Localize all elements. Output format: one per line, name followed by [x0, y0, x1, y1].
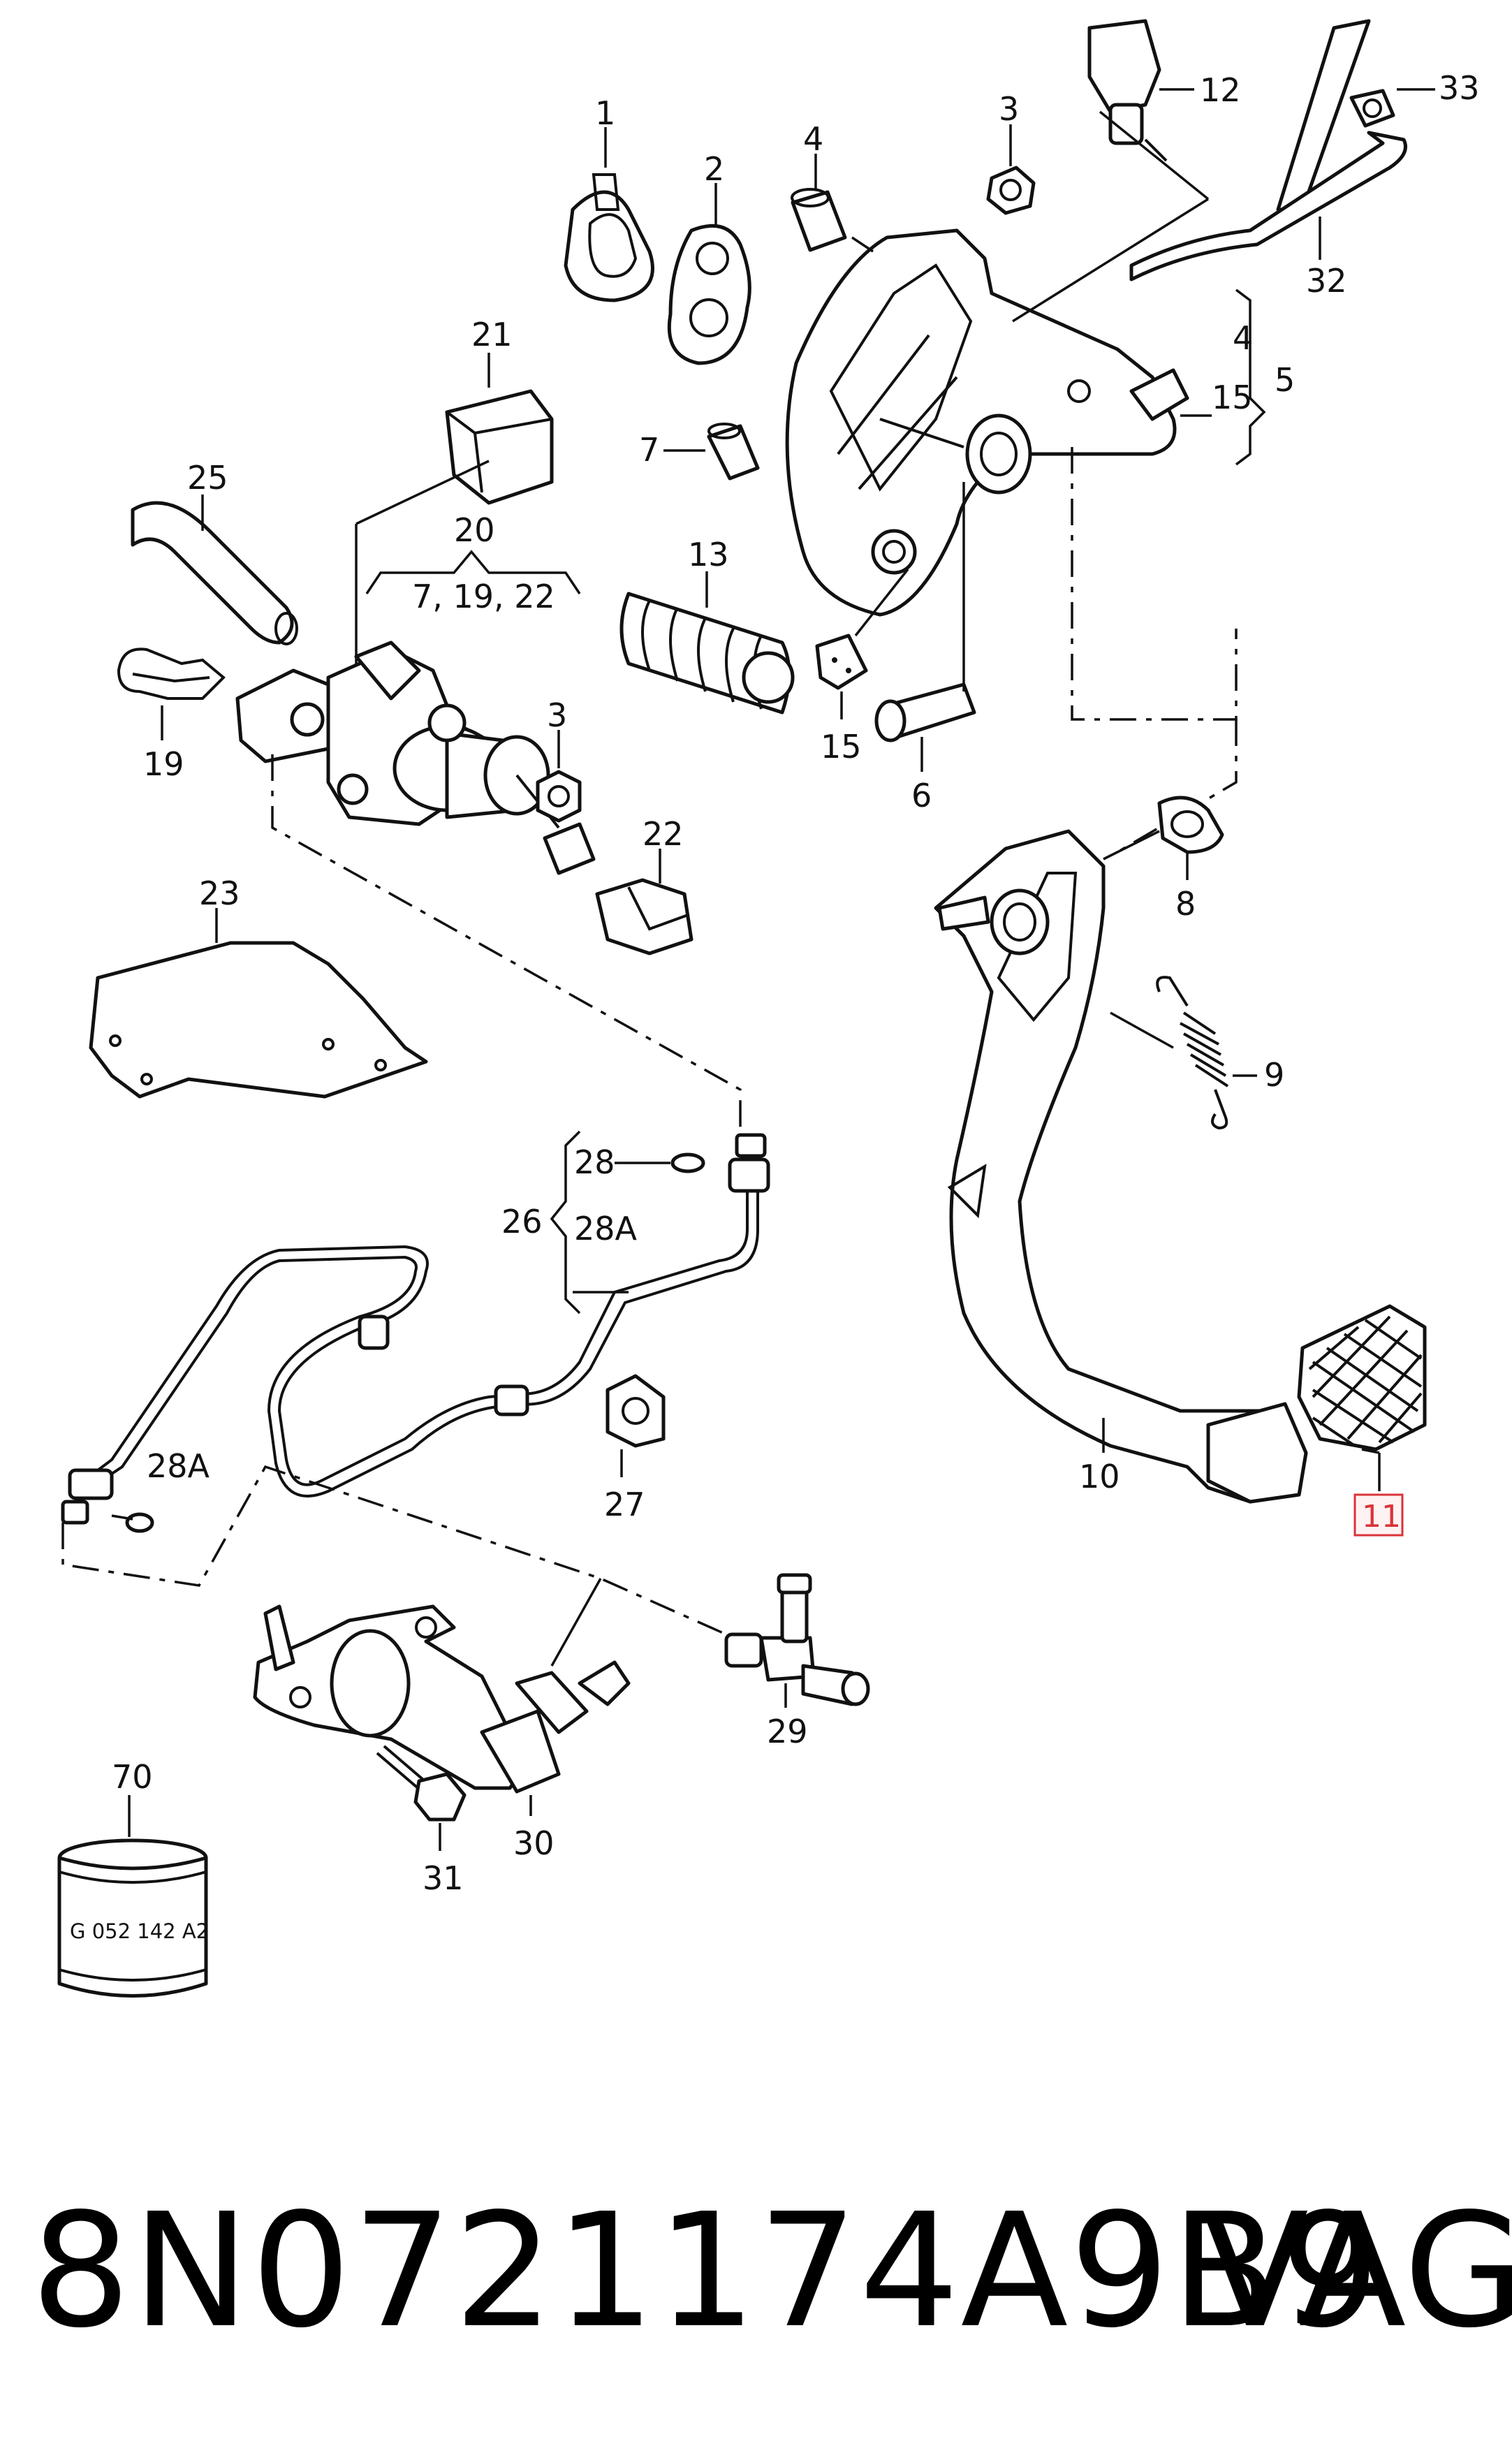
part-28A-seal-lower [125, 1512, 154, 1533]
label-7: 7 [639, 431, 659, 469]
part-27-clip [605, 1374, 666, 1448]
label-11: 11 [1362, 1499, 1401, 1535]
label-9: 9 [1264, 1056, 1284, 1094]
label-8: 8 [1175, 885, 1196, 923]
part-19-clip [117, 647, 226, 700]
part-30-slave-cylinder [253, 1604, 631, 1794]
label-28: 28 [574, 1143, 615, 1181]
part-15-cap [815, 634, 868, 690]
part-2-plate [667, 224, 751, 365]
label-20: 20 [454, 511, 495, 549]
part-6-pin [874, 682, 976, 742]
label-29: 29 [767, 1713, 808, 1750]
label-13: 13 [688, 536, 729, 573]
label-22: 22 [643, 815, 684, 853]
label-2: 2 [704, 150, 724, 188]
hydraulic-line [61, 1133, 770, 1525]
label-32: 32 [1306, 262, 1347, 300]
part-25-hose [131, 501, 298, 645]
part-21-connector [445, 389, 554, 505]
part-23-gasket [89, 941, 428, 1099]
label-33: 33 [1439, 69, 1480, 107]
label-23: 23 [199, 874, 240, 912]
label-31: 31 [423, 1859, 464, 1897]
part-31-bolt [376, 1745, 467, 1822]
label-12: 12 [1200, 71, 1241, 109]
label-25: 25 [187, 459, 228, 497]
part-28-seal [670, 1152, 705, 1173]
part-29-bleeder [724, 1573, 870, 1706]
exploded-parts-diagram: 1 2 3 4 12 32 33 [57, 19, 1480, 1998]
part-1-clip [564, 173, 654, 302]
part-12-switch [1087, 19, 1168, 162]
label-28A: 28A [574, 1210, 638, 1247]
part-3-nut-top [986, 166, 1036, 215]
pedal-bracket-assembly [785, 228, 1189, 617]
label-20-sub: 7, 19, 22 [412, 578, 555, 615]
label-15-lower: 15 [821, 728, 862, 766]
label-26: 26 [501, 1203, 543, 1240]
label-15-brace: 15 [1212, 379, 1253, 416]
part-8-bushing [1157, 796, 1224, 854]
label-4-top: 4 [803, 120, 823, 158]
part-9-spring [1156, 976, 1229, 1130]
label-6: 6 [911, 777, 932, 814]
label-19: 19 [143, 745, 184, 783]
label-11-highlight-box [1353, 1493, 1404, 1537]
part-3-nut-lower [536, 770, 582, 823]
label-5: 5 [1275, 361, 1295, 399]
label-3-top: 3 [999, 90, 1019, 128]
part-13-spring [619, 592, 795, 715]
part-10-pedal [934, 829, 1308, 1504]
label-70: 70 [112, 1758, 153, 1796]
part-number: 8N0721174A9B9 [31, 2180, 1382, 2363]
part-70-grease-can: G 052 142 A2 [57, 1838, 209, 1998]
label-21: 21 [471, 316, 513, 353]
label-1: 1 [595, 94, 615, 132]
part-7-sleeve [707, 423, 760, 481]
label-27: 27 [604, 1486, 645, 1523]
clutch-master-cylinder [235, 640, 596, 875]
grease-can-label: G 052 142 A2 [70, 1919, 209, 1943]
footer: 8N0721174A9B9 VAG [0, 2193, 1512, 2375]
label-4-brace: 4 [1233, 319, 1253, 357]
label-28A-lower: 28A [147, 1447, 210, 1485]
label-3-lower: 3 [547, 696, 567, 734]
part-22-clamp [595, 878, 693, 955]
part-4-bushing [791, 188, 847, 252]
label-10: 10 [1079, 1458, 1120, 1495]
part-33-clip [1349, 89, 1395, 128]
part-32-bracket [1129, 19, 1407, 281]
label-30: 30 [513, 1824, 555, 1862]
brand: VAG [1201, 2180, 1512, 2363]
part-11-pedal-pad [1297, 1304, 1427, 1451]
